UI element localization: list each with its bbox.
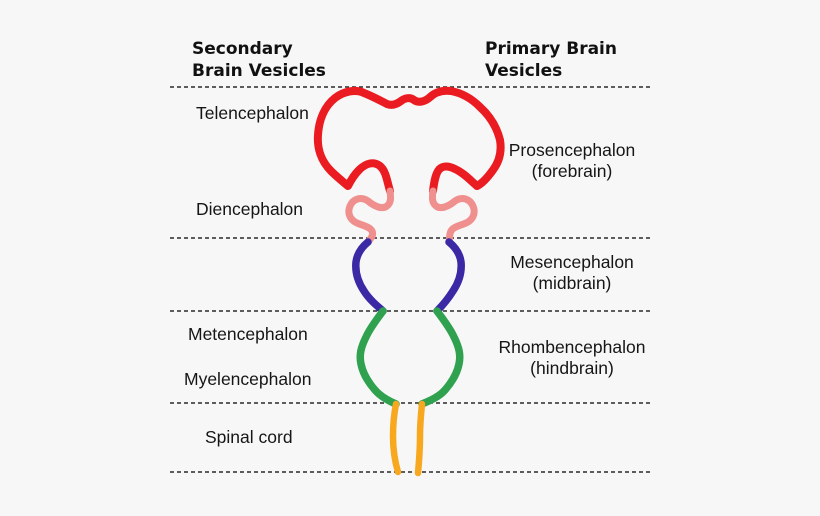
mesencephalon-name: Mesencephalon <box>510 252 634 272</box>
secondary-vesicles-header: Secondary Brain Vesicles <box>192 38 326 82</box>
label-telencephalon: Telencephalon <box>196 103 309 123</box>
spinal-cord-outline-left <box>389 400 402 476</box>
prosencephalon-common: (forebrain) <box>531 160 613 181</box>
diencephalon-outline-left <box>345 187 395 246</box>
rhombencephalon-outline-left <box>356 307 400 408</box>
label-mesencephalon: Mesencephalon (midbrain) <box>481 252 663 293</box>
mesencephalon-common: (midbrain) <box>532 272 612 293</box>
label-metencephalon: Metencephalon <box>188 324 308 344</box>
prosencephalon-name: Prosencephalon <box>508 140 636 160</box>
telencephalon-outline <box>313 86 505 195</box>
diencephalon-outline-right <box>428 187 478 246</box>
rhombencephalon-common: (hindbrain) <box>530 357 614 378</box>
label-diencephalon: Diencephalon <box>196 199 304 219</box>
label-myelencephalon: Myelencephalon <box>184 369 312 389</box>
rhombencephalon-outline-right <box>418 307 464 408</box>
neural-tube-outline <box>313 86 505 477</box>
primary-vesicles-header: Primary Brain Vesicles <box>485 38 617 82</box>
primary-header-line2: Vesicles <box>485 61 563 81</box>
label-prosencephalon: Prosencephalon (forebrain) <box>481 140 663 181</box>
mesencephalon-outline-left <box>352 238 387 315</box>
label-spinal-cord: Spinal cord <box>205 427 293 447</box>
secondary-header-line1: Secondary <box>192 39 293 59</box>
stage-dividers <box>170 86 650 473</box>
primary-header-line1: Primary Brain <box>485 39 617 59</box>
spinal-cord-outline-right <box>414 400 426 477</box>
rhombencephalon-name: Rhombencephalon <box>498 337 646 357</box>
mesencephalon-outline-right <box>433 238 465 315</box>
secondary-header-line2: Brain Vesicles <box>192 61 326 81</box>
label-rhombencephalon: Rhombencephalon (hindbrain) <box>481 337 663 378</box>
